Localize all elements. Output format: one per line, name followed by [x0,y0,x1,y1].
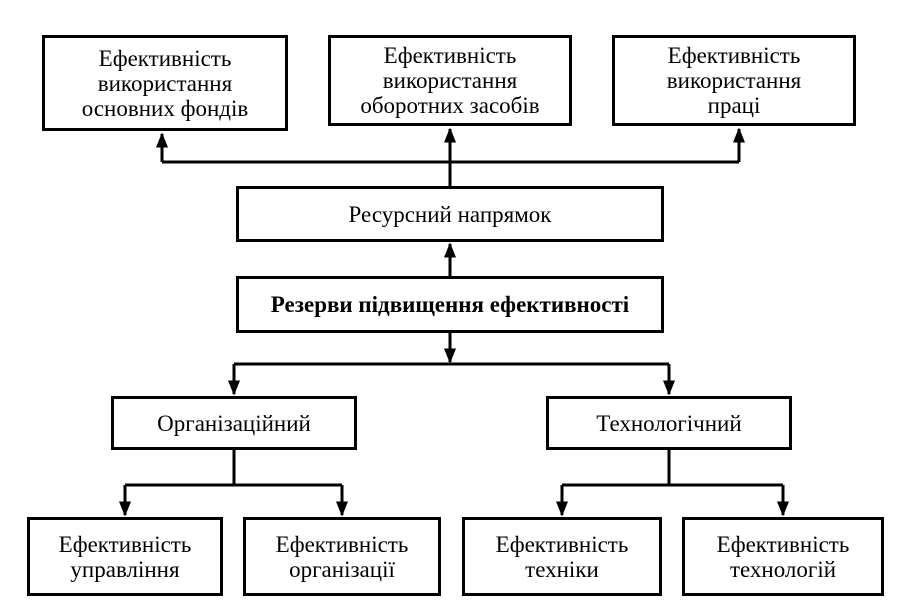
box-technique-efficiency: Ефективність техніки [462,517,662,596]
box-working-capital-efficiency-label: Ефективність використання оборотних засо… [360,43,540,118]
box-technological-label: Технологічний [596,410,742,436]
box-technology-efficiency: Ефективність технологій [682,517,884,596]
box-technique-efficiency-label: Ефективність техніки [495,531,629,582]
box-labor-efficiency: Ефективність використання праці [612,35,856,126]
box-organization-efficiency-label: Ефективність організації [275,531,409,582]
box-fixed-assets-efficiency: Ефективність використання основних фонді… [42,35,288,131]
box-resource-direction: Ресурсний напрямок [236,186,664,242]
box-organizational: Організаційний [111,396,357,450]
box-efficiency-reserves: Резерви підвищення ефективності [236,276,664,333]
box-labor-efficiency-label: Ефективність використання праці [666,43,802,118]
box-working-capital-efficiency: Ефективність використання оборотних засо… [328,35,572,126]
box-organizational-label: Організаційний [157,410,311,436]
box-technology-efficiency-label: Ефективність технологій [716,531,850,582]
box-management-efficiency-label: Ефективність управління [58,531,192,582]
box-efficiency-reserves-label: Резерви підвищення ефективності [270,292,630,317]
box-resource-direction-label: Ресурсний напрямок [348,201,552,227]
box-organization-efficiency: Ефективність організації [243,517,441,596]
box-fixed-assets-efficiency-label: Ефективність використання основних фонді… [81,45,249,121]
box-management-efficiency: Ефективність управління [27,517,223,596]
box-technological: Технологічний [546,396,792,450]
